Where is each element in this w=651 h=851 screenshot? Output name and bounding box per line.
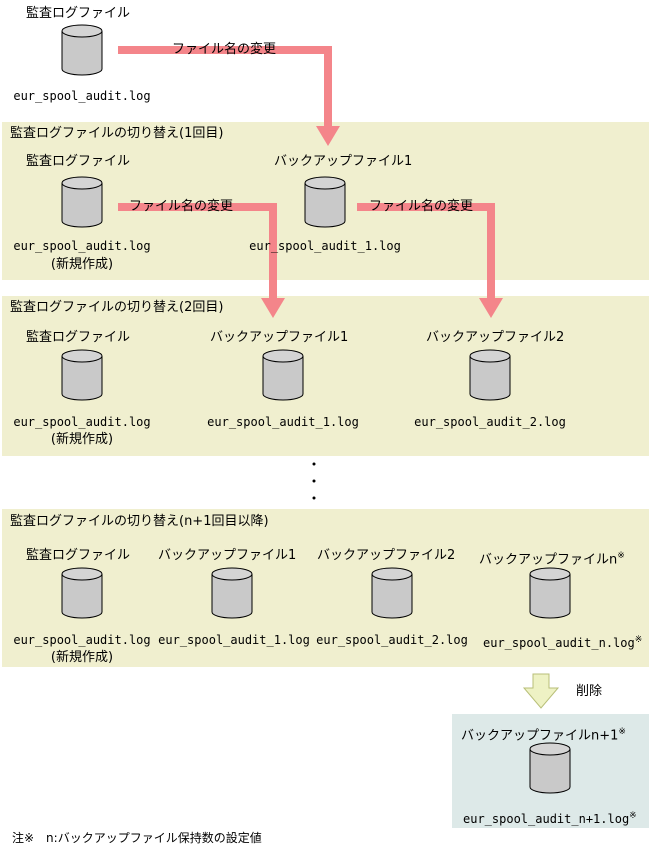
rename-arrow-top-head (316, 126, 340, 146)
stage1-new-note: (新規作成) (50, 257, 114, 272)
rename-arrow-stage1-a-head (261, 298, 285, 318)
cylinder-icon (371, 567, 413, 619)
delete-backup-file-wrap: eur_spool_audit_n+1.log※ (463, 808, 637, 827)
stage1-title: 監査ログファイルの切り替え(1回目) (10, 126, 224, 141)
stage3-title: 監査ログファイルの切り替え(n+1回目以降) (10, 514, 269, 529)
rename-arrow-stage1-a (118, 203, 277, 300)
top-rename-label: ファイル名の変更 (172, 42, 277, 57)
rename-arrow-stage1-b-head (479, 298, 503, 318)
stage3-audit-file: eur_spool_audit.log (13, 633, 151, 647)
stage3-new-note: (新規作成) (50, 650, 114, 665)
cylinder-icon (61, 24, 103, 76)
footnote-mark: ※ (634, 635, 643, 645)
top-audit-file: eur_spool_audit.log (13, 89, 151, 103)
cylinder-icon (304, 176, 346, 228)
cylinder-icon (469, 349, 511, 401)
footnote-mark: ※ (629, 811, 637, 821)
stage2-panel (2, 296, 649, 456)
stage3-backup2-label: バックアップファイル2 (317, 548, 456, 563)
stage3-backup2-file: eur_spool_audit_2.log (316, 633, 468, 647)
footnote: 注※ n:バックアップファイル保持数の設定値 (12, 831, 262, 845)
stage1-rename-b: ファイル名の変更 (369, 199, 474, 214)
stage3-backupn-file: eur_spool_audit_n.log (483, 636, 635, 650)
delete-arrow (522, 673, 560, 709)
ellipsis-dot (312, 479, 316, 483)
stage2-backup1-label: バックアップファイル1 (210, 330, 349, 345)
stage1-audit-label: 監査ログファイル (26, 154, 131, 169)
stage2-backup2-label: バックアップファイル2 (426, 330, 565, 345)
stage3-backupn-label: バックアップファイルn※ (479, 548, 625, 568)
stage2-audit-file: eur_spool_audit.log (13, 415, 151, 429)
stage3-backup1-file: eur_spool_audit_1.log (158, 633, 310, 647)
stage3-backupn-file-wrap: eur_spool_audit_n.log※ (483, 632, 642, 651)
stage1-rename-a: ファイル名の変更 (129, 199, 234, 214)
stage1-backup1-file: eur_spool_audit_1.log (249, 239, 401, 253)
cylinder-icon (211, 567, 253, 619)
cylinder-icon (529, 742, 571, 794)
cylinder-icon (61, 176, 103, 228)
stage2-backup1-file: eur_spool_audit_1.log (207, 415, 359, 429)
stage1-backup1-label: バックアップファイル1 (274, 154, 413, 169)
footnote-mark: ※ (618, 727, 626, 737)
cylinder-icon (61, 567, 103, 619)
delete-backup-file: eur_spool_audit_n+1.log (463, 812, 630, 826)
stage3-backupn-text: バックアップファイルn (479, 552, 618, 568)
stage2-new-note: (新規作成) (50, 432, 114, 447)
ellipsis-dot (312, 462, 316, 466)
stage2-title: 監査ログファイルの切り替え(2回目) (10, 300, 224, 315)
rename-arrow-top (118, 46, 332, 128)
rename-arrow-stage1-b (357, 203, 495, 300)
delete-backup-label-wrap: バックアップファイルn+1※ (461, 724, 626, 744)
stage3-audit-label: 監査ログファイル (26, 548, 131, 563)
top-audit-label: 監査ログファイル (26, 6, 131, 21)
stage1-audit-file: eur_spool_audit.log (13, 239, 151, 253)
stage2-backup2-file: eur_spool_audit_2.log (414, 415, 566, 429)
cylinder-icon (61, 349, 103, 401)
footnote-mark: ※ (617, 551, 625, 561)
stage3-backup1-label: バックアップファイル1 (158, 548, 297, 563)
stage2-audit-label: 監査ログファイル (26, 330, 131, 345)
ellipsis-dot (312, 496, 316, 500)
delete-label: 削除 (576, 684, 603, 699)
cylinder-icon (529, 567, 571, 619)
cylinder-icon (262, 349, 304, 401)
delete-backup-label: バックアップファイルn+1 (461, 728, 619, 744)
